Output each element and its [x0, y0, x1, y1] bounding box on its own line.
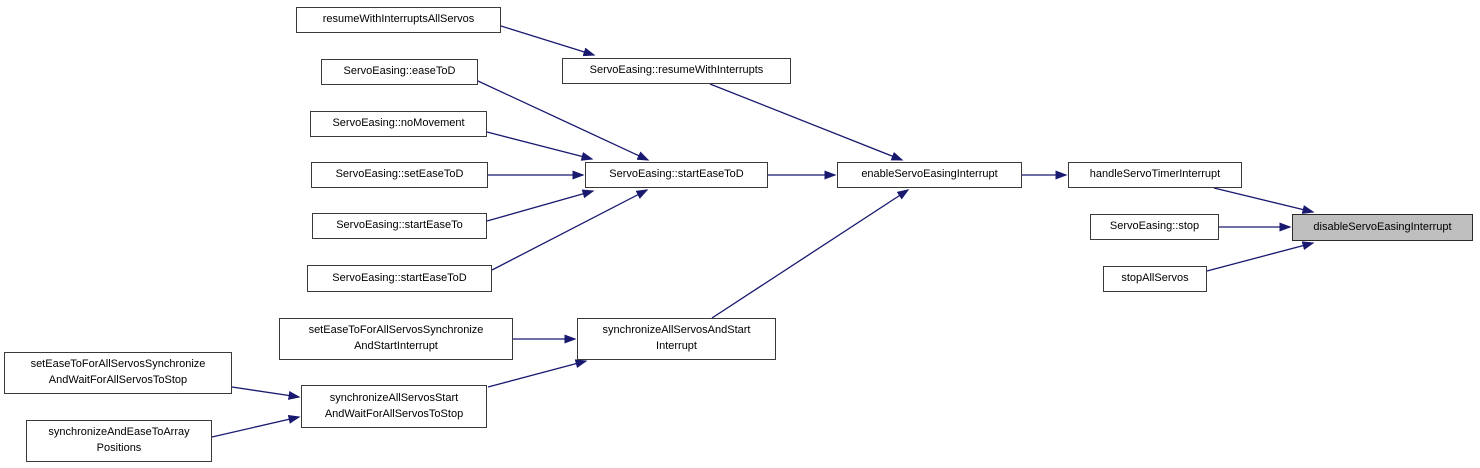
edge-stopAllServos-to-disableServoEasingInterrupt [1206, 241, 1315, 272]
edge-syncAllServosStartAndWait-to-syncAllServosAndStartInterrupt [487, 359, 588, 388]
node-servoeasing-ease-to-d[interactable]: ServoEasing::easeToD [321, 59, 478, 85]
node-disable-servo-easing-interrupt: disableServoEasingInterrupt [1292, 214, 1473, 241]
edge-setEaseToSyncWait-to-syncAllServosStartAndWait [231, 386, 301, 400]
node-set-ease-to-for-all-servos-synchronize-and-start-interrupt[interactable]: setEaseToForAllServosSynchronize AndStar… [279, 318, 513, 360]
node-stop-all-servos[interactable]: stopAllServos [1103, 266, 1207, 292]
node-servoeasing-start-ease-to-d[interactable]: ServoEasing::startEaseToD [585, 162, 768, 188]
node-servoeasing-no-movement[interactable]: ServoEasing::noMovement [310, 111, 487, 137]
edge-easeToD-to-startEaseToD [477, 80, 650, 161]
edge-startEaseToD-caller-to-startEaseToD [491, 189, 649, 271]
edge-noMovement-to-startEaseToD [486, 131, 594, 161]
node-synchronize-all-servos-start-and-wait-for-all-servos-to-stop[interactable]: synchronizeAllServosStart AndWaitForAllS… [301, 385, 487, 428]
node-enable-servo-easing-interrupt[interactable]: enableServoEasingInterrupt [837, 162, 1022, 188]
edge-synchronizeAllServosAndStartInterrupt-to-enableServoEasingInterrupt [711, 189, 910, 319]
node-servoeasing-resume-with-interrupts[interactable]: ServoEasing::resumeWithInterrupts [562, 58, 791, 84]
node-synchronize-and-ease-to-array-positions[interactable]: synchronizeAndEaseToArray Positions [26, 420, 212, 462]
node-servoeasing-set-ease-to-d[interactable]: ServoEasing::setEaseToD [311, 162, 488, 188]
node-servoeasing-start-ease-to-d-caller[interactable]: ServoEasing::startEaseToD [307, 265, 492, 292]
edge-startEaseTo-to-startEaseToD [486, 189, 595, 222]
node-set-ease-to-for-all-servos-synchronize-and-wait-for-all-servos-to-stop[interactable]: setEaseToForAllServosSynchronize AndWait… [4, 352, 232, 394]
edge-syncAndEaseToArrayPositions-to-syncAllServosStartAndWait [211, 414, 301, 438]
edge-resumeWithInterruptsAllServos-to-resumeWithInterrupts [500, 25, 596, 57]
node-servoeasing-start-ease-to[interactable]: ServoEasing::startEaseTo [312, 213, 487, 239]
node-resume-with-interrupts-all-servos[interactable]: resumeWithInterruptsAllServos [296, 7, 501, 33]
node-servoeasing-stop[interactable]: ServoEasing::stop [1090, 214, 1219, 240]
edge-handleServoTimerInterrupt-to-disableServoEasingInterrupt [1213, 187, 1315, 214]
node-synchronize-all-servos-and-start-interrupt[interactable]: synchronizeAllServosAndStart Interrupt [577, 318, 776, 360]
node-handle-servo-timer-interrupt[interactable]: handleServoTimerInterrupt [1068, 162, 1242, 188]
edge-resumeWithInterrupts-to-enableServoEasingInterrupt [709, 83, 904, 161]
